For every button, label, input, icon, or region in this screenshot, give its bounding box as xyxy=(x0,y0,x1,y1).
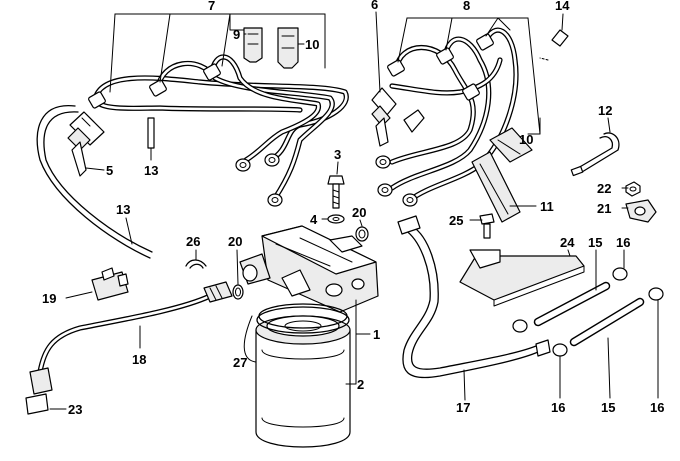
callout-12: 12 xyxy=(598,103,612,118)
callout-13-left: 13 xyxy=(116,202,130,217)
callout-24: 24 xyxy=(560,235,575,250)
hose-clip xyxy=(570,132,620,177)
injector-right xyxy=(371,87,425,147)
callout-15-bottom: 15 xyxy=(601,400,615,415)
nut-and-bracket xyxy=(625,181,657,223)
callout-10-left: 10 xyxy=(305,37,319,52)
callout-15-top: 15 xyxy=(588,235,602,250)
callout-6: 6 xyxy=(371,0,378,12)
callout-17: 17 xyxy=(456,400,470,415)
injection-lines-left xyxy=(88,54,349,207)
hose-clamps xyxy=(512,267,664,357)
callout-5: 5 xyxy=(106,163,113,178)
callout-19: 19 xyxy=(42,291,56,306)
callout-27: 27 xyxy=(233,355,247,370)
callout-18: 18 xyxy=(132,352,146,367)
mounting-bolt xyxy=(479,213,495,239)
pipe-clips-left xyxy=(243,27,299,69)
injection-lines-right xyxy=(375,27,519,207)
callout-3: 3 xyxy=(334,147,341,162)
callout-9: 9 xyxy=(233,27,240,42)
bolt-washer-seals xyxy=(232,175,369,300)
callout-20-top: 20 xyxy=(352,205,366,220)
callout-16-bottom: 16 xyxy=(551,400,565,415)
leader-lines xyxy=(49,11,659,410)
clamp xyxy=(185,259,207,269)
callout-14: 14 xyxy=(555,0,570,13)
hose-bracket xyxy=(459,249,585,307)
injector-left xyxy=(67,111,105,177)
callout-25: 25 xyxy=(449,213,463,228)
callout-16-top: 16 xyxy=(616,235,630,250)
callout-10-right: 10 xyxy=(519,132,533,147)
hoses xyxy=(533,281,645,347)
callout-labels: 7 9 10 6 8 14 10 5 13 13 3 4 20 20 26 19… xyxy=(42,0,664,417)
callout-4: 4 xyxy=(310,212,318,227)
feed-line xyxy=(25,281,233,415)
callout-11: 11 xyxy=(540,199,554,214)
valve xyxy=(91,267,129,301)
callout-20-left: 20 xyxy=(228,234,242,249)
callout-2: 2 xyxy=(357,377,364,392)
callout-16-right: 16 xyxy=(650,400,664,415)
callout-23: 23 xyxy=(68,402,82,417)
pipe-clips-right xyxy=(471,127,533,223)
callout-7: 7 xyxy=(208,0,215,13)
callout-13-top: 13 xyxy=(144,163,158,178)
callout-26: 26 xyxy=(186,234,200,249)
callout-8: 8 xyxy=(463,0,470,13)
fuel-filter-housing xyxy=(239,225,379,313)
callout-1: 1 xyxy=(373,327,380,342)
fuel-filter-cartridge xyxy=(255,303,351,448)
callout-21: 21 xyxy=(597,201,611,216)
return-line xyxy=(397,215,551,379)
sleeve-part xyxy=(539,29,569,61)
callout-22: 22 xyxy=(597,181,611,196)
